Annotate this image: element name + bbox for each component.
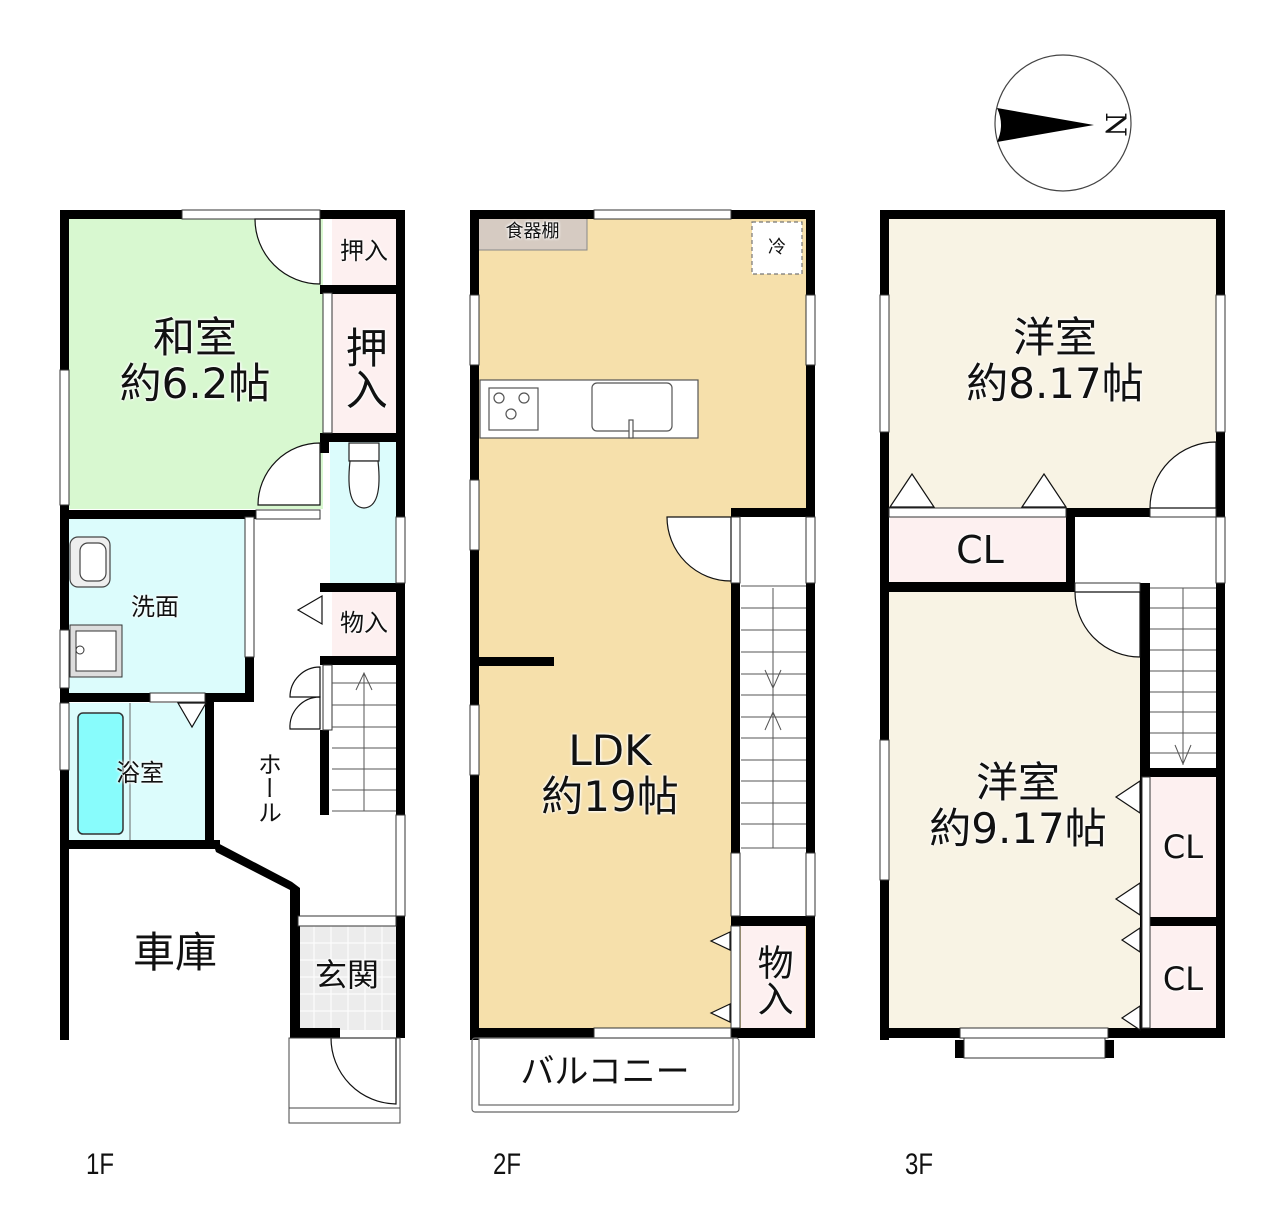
monoire-1f-fill xyxy=(332,591,396,656)
oshiire-large-fill xyxy=(332,293,396,433)
room-washitsu: 和室 約6.2帖 xyxy=(100,313,290,409)
floor-2f xyxy=(469,209,816,1113)
room-size: 約6.2帖 xyxy=(119,359,271,409)
bathtub xyxy=(77,712,124,835)
room-name: 洋室 xyxy=(1012,313,1097,362)
room-cl-3: CL xyxy=(1162,960,1204,998)
youshitsu-north-fill xyxy=(888,217,1216,509)
room-size: 約19帖 xyxy=(541,772,679,822)
washing-machine-icon xyxy=(69,624,123,678)
cl-3-fill xyxy=(1150,926,1216,1029)
cl-2-fill xyxy=(1150,777,1216,917)
room-hall: ホール xyxy=(253,751,282,824)
floor-label-3f: 3F xyxy=(905,1148,934,1181)
shokkidana-label: 食器棚 xyxy=(505,221,560,242)
refrigerator-label: 冷 xyxy=(768,237,786,258)
floor-1f xyxy=(59,209,406,1124)
washbasin-icon xyxy=(69,536,111,588)
kitchen-counter xyxy=(479,379,699,439)
floor-label-1f: 1F xyxy=(86,1148,115,1181)
room-cl-1: CL xyxy=(956,528,1004,572)
room-youshitsu-south: 洋室 約9.17帖 xyxy=(898,758,1138,854)
room-size: 約9.17帖 xyxy=(929,804,1107,854)
room-senmen: 洗面 xyxy=(131,593,179,621)
room-name: 洋室 xyxy=(975,758,1060,807)
room-monoire-1f: 物入 xyxy=(340,609,388,637)
monoire-2f-fill xyxy=(741,926,805,1030)
room-oshiire-small: 押入 xyxy=(340,237,388,265)
shokkidana xyxy=(477,216,588,251)
room-genkan: 玄関 xyxy=(314,956,379,994)
oshiire-small-fill xyxy=(332,217,396,285)
floor-3f xyxy=(879,210,1226,1059)
room-yokushitsu: 浴室 xyxy=(116,759,164,787)
room-size: 約8.17帖 xyxy=(966,359,1144,409)
floor-label-2f: 2F xyxy=(493,1148,522,1181)
room-balcony: バルコニー xyxy=(520,1052,690,1092)
room-ldk: LDK 約19帖 xyxy=(505,726,715,822)
toilet-icon xyxy=(348,442,380,509)
room-cl-2: CL xyxy=(1162,828,1204,866)
room-youshitsu-north: 洋室 約8.17帖 xyxy=(935,313,1175,409)
room-oshiire-large: 押入 xyxy=(339,326,389,410)
cl-1-fill xyxy=(890,517,1066,582)
room-shako: 車庫 xyxy=(132,928,217,977)
balcony-outline xyxy=(471,1037,740,1113)
compass-icon xyxy=(994,54,1132,192)
room-name: LDK xyxy=(568,726,652,775)
youshitsu-south-fill xyxy=(888,591,1142,1028)
room-monoire-2f: 物入 xyxy=(751,944,793,1016)
refrigerator xyxy=(751,221,803,275)
compass-north-label: N xyxy=(1098,112,1132,137)
room-name: 和室 xyxy=(152,313,237,362)
